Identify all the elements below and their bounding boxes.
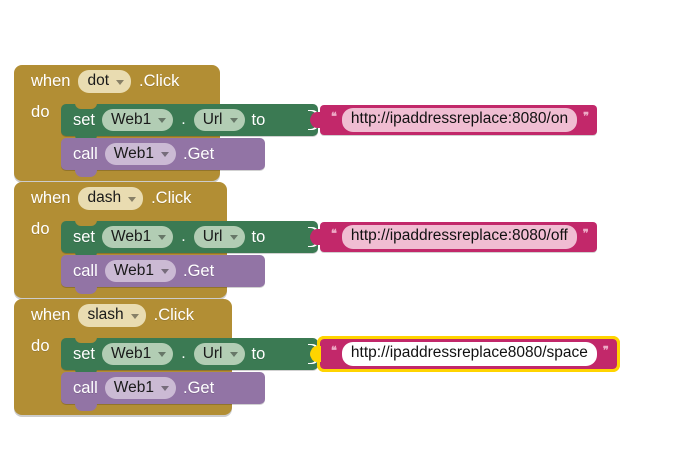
do-label: do — [31, 337, 50, 355]
event-name-label: .Click — [153, 306, 194, 325]
set-component-dropdown[interactable]: Web1 — [102, 108, 174, 132]
when-label: when — [31, 306, 71, 325]
block-notch-top — [75, 220, 97, 226]
text-value-field[interactable]: http://ipaddressreplace:8080/off — [341, 225, 577, 249]
call-component-label: Web1 — [113, 144, 154, 162]
to-label: to — [251, 344, 266, 363]
set-property-label: Url — [202, 110, 223, 128]
call-component-label: Web1 — [113, 378, 154, 396]
block-notch-top — [75, 337, 97, 343]
event-name-label: .Click — [139, 72, 180, 91]
set-component-dropdown[interactable]: Web1 — [102, 342, 174, 366]
chevron-down-icon[interactable] — [128, 196, 137, 202]
call-component-dropdown[interactable]: Web1 — [104, 376, 176, 400]
set-block-web1-url-1[interactable]: set Web1 . Url to — [61, 103, 319, 142]
event-block-header: when dot .Click — [14, 65, 220, 98]
component-dropdown-slash[interactable]: slash — [78, 304, 146, 327]
block-plug-tab — [310, 229, 321, 245]
block-notch-bottom — [75, 403, 97, 411]
set-property-label: Url — [202, 344, 223, 362]
call-method-label: .Get — [182, 378, 215, 397]
call-component-dropdown[interactable]: Web1 — [104, 142, 176, 166]
when-label: when — [31, 189, 71, 208]
text-block-url-1[interactable]: ❝ http://ipaddressreplace:8080/on ❞ — [310, 105, 597, 135]
block-plug-tab — [310, 112, 321, 128]
block-notch-top — [75, 103, 97, 109]
do-label: do — [31, 220, 50, 238]
chevron-down-icon[interactable] — [158, 235, 167, 240]
set-property-dropdown[interactable]: Url — [193, 108, 245, 132]
event-block-header: when dash .Click — [14, 182, 227, 215]
set-property-label: Url — [202, 227, 223, 245]
property-separator: . — [181, 345, 186, 362]
property-separator: . — [181, 111, 186, 128]
chevron-down-icon[interactable] — [229, 352, 238, 357]
to-label: to — [251, 227, 266, 246]
component-name-label: dot — [87, 72, 110, 90]
set-label: set — [73, 344, 96, 363]
call-block-web1-get-2[interactable]: call Web1 .Get — [61, 255, 265, 294]
component-dropdown-dash[interactable]: dash — [78, 187, 144, 210]
block-notch-bottom — [75, 286, 97, 294]
close-quote-icon: ❞ — [602, 344, 609, 357]
text-value-field[interactable]: http://ipaddressreplace8080/space — [341, 342, 597, 366]
component-name-label: dash — [87, 189, 122, 207]
set-component-label: Web1 — [111, 344, 152, 362]
event-block-header: when slash .Click — [14, 299, 232, 332]
chevron-down-icon[interactable] — [160, 386, 169, 391]
open-quote-icon: ❝ — [331, 227, 337, 240]
set-component-label: Web1 — [111, 110, 152, 128]
chevron-down-icon[interactable] — [130, 313, 139, 319]
set-label: set — [73, 110, 96, 129]
close-quote-icon: ❞ — [582, 227, 589, 240]
text-value-field[interactable]: http://ipaddressreplace:8080/on — [341, 108, 578, 132]
chevron-down-icon[interactable] — [158, 352, 167, 357]
set-label: set — [73, 227, 96, 246]
call-component-label: Web1 — [113, 261, 154, 279]
call-block-web1-get-3[interactable]: call Web1 .Get — [61, 372, 265, 411]
block-plug-tab — [310, 346, 321, 362]
set-property-dropdown[interactable]: Url — [193, 225, 245, 249]
open-quote-icon: ❝ — [331, 344, 337, 357]
call-block-web1-get-1[interactable]: call Web1 .Get — [61, 138, 265, 177]
set-property-dropdown[interactable]: Url — [193, 342, 245, 366]
call-label: call — [73, 144, 98, 163]
component-name-label: slash — [87, 306, 124, 324]
call-method-label: .Get — [182, 261, 215, 280]
call-method-label: .Get — [182, 144, 215, 163]
text-block-url-3-selected[interactable]: ❝ http://ipaddressreplace8080/space ❞ — [310, 336, 620, 372]
when-label: when — [31, 72, 71, 91]
text-block-url-2[interactable]: ❝ http://ipaddressreplace:8080/off ❞ — [310, 222, 597, 252]
do-label: do — [31, 103, 50, 121]
call-label: call — [73, 378, 98, 397]
event-name-label: .Click — [151, 189, 192, 208]
set-block-web1-url-3[interactable]: set Web1 . Url to — [61, 337, 319, 376]
chevron-down-icon[interactable] — [229, 118, 238, 123]
chevron-down-icon[interactable] — [229, 235, 238, 240]
set-block-web1-url-2[interactable]: set Web1 . Url to — [61, 220, 319, 259]
open-quote-icon: ❝ — [331, 110, 337, 123]
block-notch-bottom — [75, 169, 97, 177]
component-dropdown-dot[interactable]: dot — [78, 70, 132, 93]
chevron-down-icon[interactable] — [116, 79, 125, 85]
close-quote-icon: ❞ — [583, 110, 589, 123]
chevron-down-icon[interactable] — [160, 152, 169, 157]
call-label: call — [73, 261, 98, 280]
set-component-label: Web1 — [111, 227, 152, 245]
set-component-dropdown[interactable]: Web1 — [102, 225, 174, 249]
chevron-down-icon[interactable] — [158, 118, 167, 123]
to-label: to — [251, 110, 266, 129]
property-separator: . — [181, 228, 186, 245]
call-component-dropdown[interactable]: Web1 — [104, 259, 176, 283]
chevron-down-icon[interactable] — [160, 269, 169, 274]
